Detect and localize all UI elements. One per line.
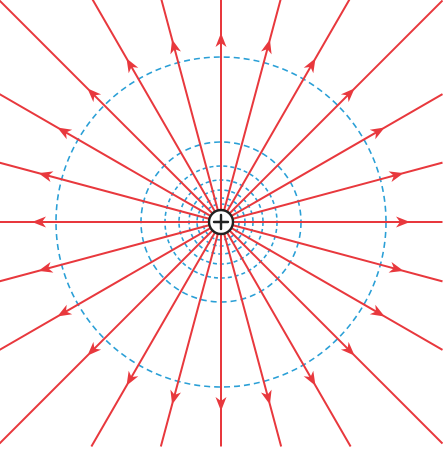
field-line-segment [232,224,443,283]
field-line [233,216,443,228]
field-line [159,233,219,447]
field-line [226,0,351,213]
arrow-icon [57,304,73,317]
field-line [223,233,283,447]
field-line-segment [232,161,443,220]
arrow-icon [388,171,404,182]
arrow-icon [32,216,46,228]
field-line-segment [228,229,443,445]
arrow-icon [261,389,272,405]
field-line [215,234,227,447]
field-line [0,229,214,445]
arrow-icon [369,127,385,140]
field-line [230,227,443,351]
field-line [0,93,212,217]
field-line [160,0,219,211]
field-line [230,93,443,217]
field-line [215,0,227,210]
arrow-icon [303,58,316,74]
field-line [226,231,352,448]
field-line-segment [91,0,216,213]
positive-point-charge [207,208,235,236]
arrow-icon [303,370,316,386]
field-line-segment [0,161,210,220]
field-line [0,224,210,283]
field-line [90,231,216,447]
field-line [232,224,443,283]
field-line [91,0,216,213]
field-line-segment [226,231,352,448]
field-line-segment [0,93,212,217]
arrow-icon [170,389,181,405]
arrow-icon [340,88,355,103]
plus-sign-icon [212,213,230,231]
arrow-icon [388,262,404,273]
arrow-icon [261,39,272,55]
arrow-icon [38,171,54,182]
field-line [228,229,443,445]
field-line [232,161,443,220]
field-line-segment [230,93,443,217]
arrow-icon [57,127,73,140]
field-line [223,0,282,211]
field-line-segment [90,231,216,447]
arrow-icon [38,262,54,273]
field-line-segment [0,229,214,445]
field-line-segment [223,0,282,211]
arrow-icon [170,39,181,55]
field-line [228,0,443,215]
arrow-icon [215,33,227,47]
field-line-segment [223,233,283,447]
field-line-segment [0,0,214,215]
field-line [0,161,210,220]
field-line [0,227,212,351]
arrow-icon [396,216,410,228]
arrow-icon [87,88,102,103]
arrow-icon [87,341,102,356]
field-line-segment [228,0,443,215]
arrow-icon [126,370,139,386]
arrow-icon [215,397,227,411]
field-line [0,216,209,228]
field-line-segment [0,224,210,283]
arrow-icon [340,341,355,356]
field-line-segment [226,0,351,213]
field-line-segment [230,227,443,351]
field-line-segment [159,233,219,447]
field-line-segment [160,0,219,211]
field-line-segment [0,227,212,351]
field-line [0,0,214,215]
arrow-icon [126,58,139,74]
arrow-icon [369,304,385,317]
